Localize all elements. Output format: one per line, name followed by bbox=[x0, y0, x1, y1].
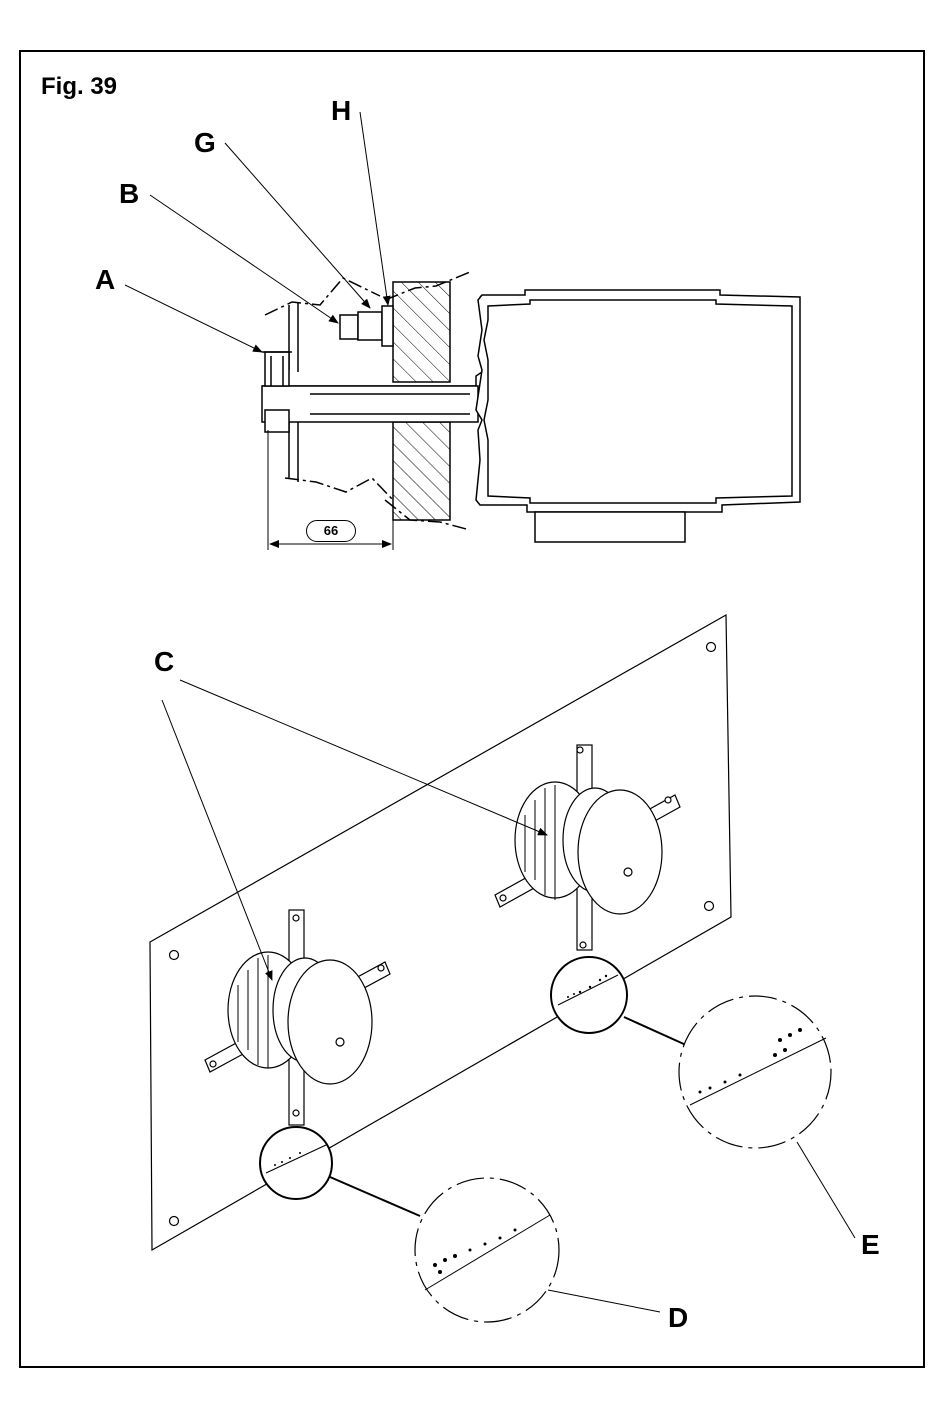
motor-housing bbox=[476, 290, 800, 512]
fitting-h bbox=[382, 306, 393, 346]
fitting-g bbox=[358, 312, 382, 340]
detail-circle-small-right bbox=[551, 957, 627, 1033]
callout-d: D bbox=[668, 1304, 688, 1332]
callout-g: G bbox=[194, 129, 216, 157]
bolt-a bbox=[265, 352, 289, 386]
panel-isometric-view bbox=[150, 615, 855, 1322]
wall-upper bbox=[393, 282, 450, 382]
figure-title: Fig. 39 bbox=[41, 73, 117, 101]
callout-c: C bbox=[154, 648, 174, 676]
callout-a: A bbox=[95, 266, 115, 294]
shaft bbox=[262, 386, 478, 422]
wall-lower bbox=[393, 422, 450, 520]
dimension-label: 66 bbox=[306, 520, 356, 542]
mounting-panel bbox=[150, 615, 731, 1250]
callout-e: E bbox=[861, 1231, 880, 1259]
cross-section-view bbox=[125, 112, 800, 550]
fitting-b bbox=[340, 315, 358, 339]
callout-b: B bbox=[119, 180, 139, 208]
callout-h: H bbox=[331, 97, 351, 125]
detail-circle-large-d bbox=[415, 1178, 559, 1322]
detail-circle-small-left bbox=[260, 1127, 332, 1199]
detail-circle-large-e bbox=[679, 996, 831, 1148]
